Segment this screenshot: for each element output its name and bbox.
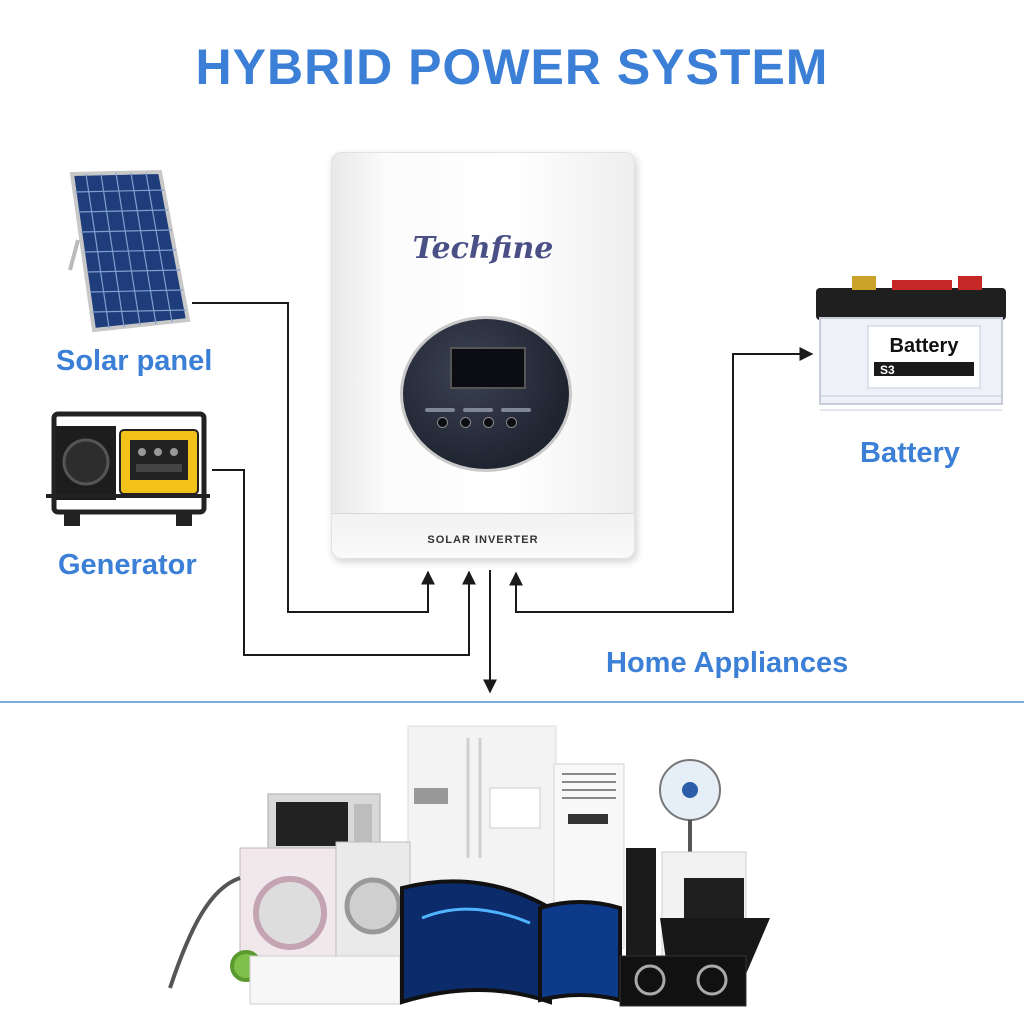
television-icon xyxy=(400,879,622,1005)
generator-icon xyxy=(46,411,210,526)
inverter-brand: Techfine xyxy=(412,231,554,266)
battery-graphic-code: S3 xyxy=(880,363,895,377)
generator-to-inverter-line xyxy=(212,469,476,656)
home-appliances-label: Home Appliances xyxy=(606,647,849,679)
inverter-button xyxy=(437,417,448,428)
inverter-to-battery-line xyxy=(509,347,814,613)
battery-label: Battery xyxy=(860,437,960,469)
home-appliances-illustration xyxy=(168,725,770,1007)
inverter-button xyxy=(460,417,471,428)
split-ac-icon xyxy=(249,955,401,1005)
solar-to-inverter-line xyxy=(192,302,435,613)
section-divider xyxy=(0,701,1024,703)
generator-label: Generator xyxy=(58,549,197,581)
solar-panel-icon xyxy=(68,170,191,333)
solar-panel-label: Solar panel xyxy=(56,345,213,377)
washing-machine-icon xyxy=(239,841,411,969)
inverter-button xyxy=(483,417,494,428)
battery-graphic-label: Battery xyxy=(890,335,960,357)
battery-icon: Battery S3 xyxy=(816,276,1006,411)
electric-fan-icon xyxy=(659,759,721,858)
page-title: HYBRID POWER SYSTEM xyxy=(195,39,829,95)
